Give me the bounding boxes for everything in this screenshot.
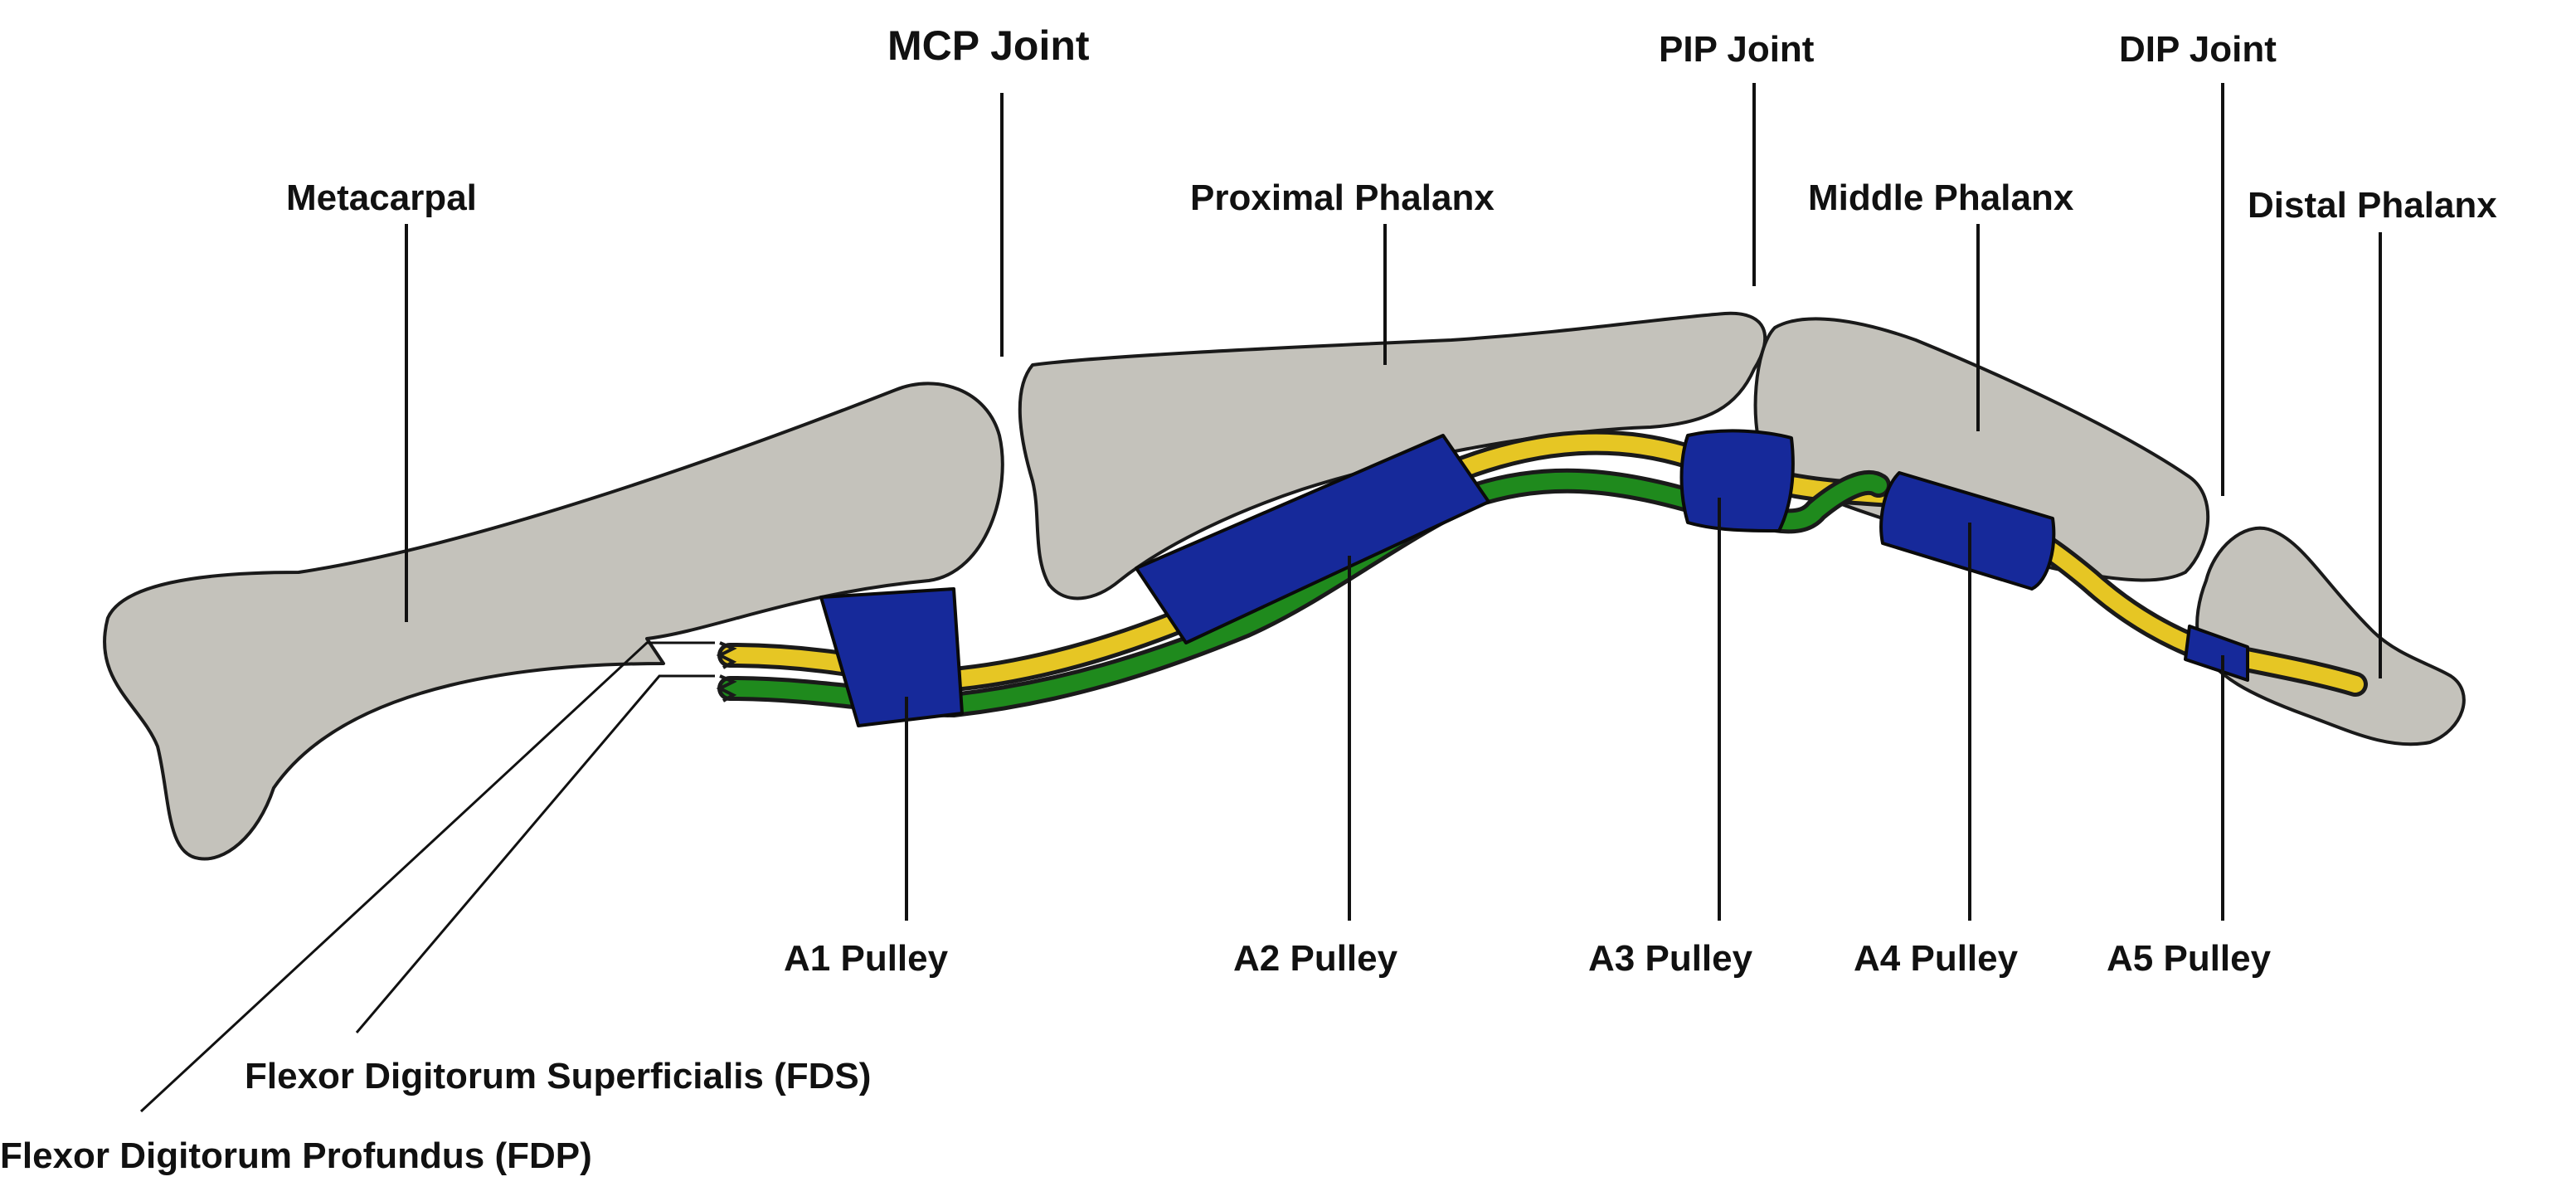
- leader-lines: [139, 83, 2382, 1113]
- metacarpal-bone: [102, 382, 1004, 861]
- fds-tendon-cut-end: [716, 641, 737, 669]
- a5-pulley-label: A5 Pulley: [2107, 938, 2272, 979]
- proximal-phalanx-label: Proximal Phalanx: [1190, 177, 1495, 218]
- fdp-leader: [139, 641, 715, 1113]
- a5-pulley: [2184, 625, 2249, 682]
- fds-tendon: [722, 434, 2364, 693]
- a3-pulley-label: A3 Pulley: [1588, 938, 1753, 979]
- pip-joint-label: PIP Joint: [1659, 29, 1815, 70]
- labels: MCP Joint PIP Joint DIP Joint Metacarpal…: [0, 22, 2497, 1176]
- middle-phalanx-label: Middle Phalanx: [1808, 177, 2074, 218]
- fds-leader: [355, 674, 715, 1033]
- metacarpal-label: Metacarpal: [286, 177, 477, 218]
- a4-pulley-label: A4 Pulley: [1854, 938, 2019, 979]
- distal-phalanx-label: Distal Phalanx: [2248, 185, 2497, 226]
- a2-pulley-label: A2 Pulley: [1233, 938, 1398, 979]
- fdp-label: Flexor Digitorum Profundus (FDP): [0, 1135, 592, 1176]
- dip-joint-label: DIP Joint: [2119, 29, 2277, 70]
- a4-pulley: [1879, 471, 2056, 591]
- pulleys: [819, 429, 2249, 727]
- fdp-tendon-cut-end: [716, 674, 737, 703]
- a1-pulley: [819, 587, 964, 727]
- distal-phalanx-bone: [2195, 526, 2466, 746]
- fds-label: Flexor Digitorum Superficialis (FDS): [245, 1056, 871, 1096]
- a2-pulley: [1135, 434, 1490, 644]
- a3-pulley: [1679, 429, 1795, 532]
- a1-pulley-label: A1 Pulley: [784, 938, 949, 979]
- mcp-joint-label: MCP Joint: [887, 22, 1090, 69]
